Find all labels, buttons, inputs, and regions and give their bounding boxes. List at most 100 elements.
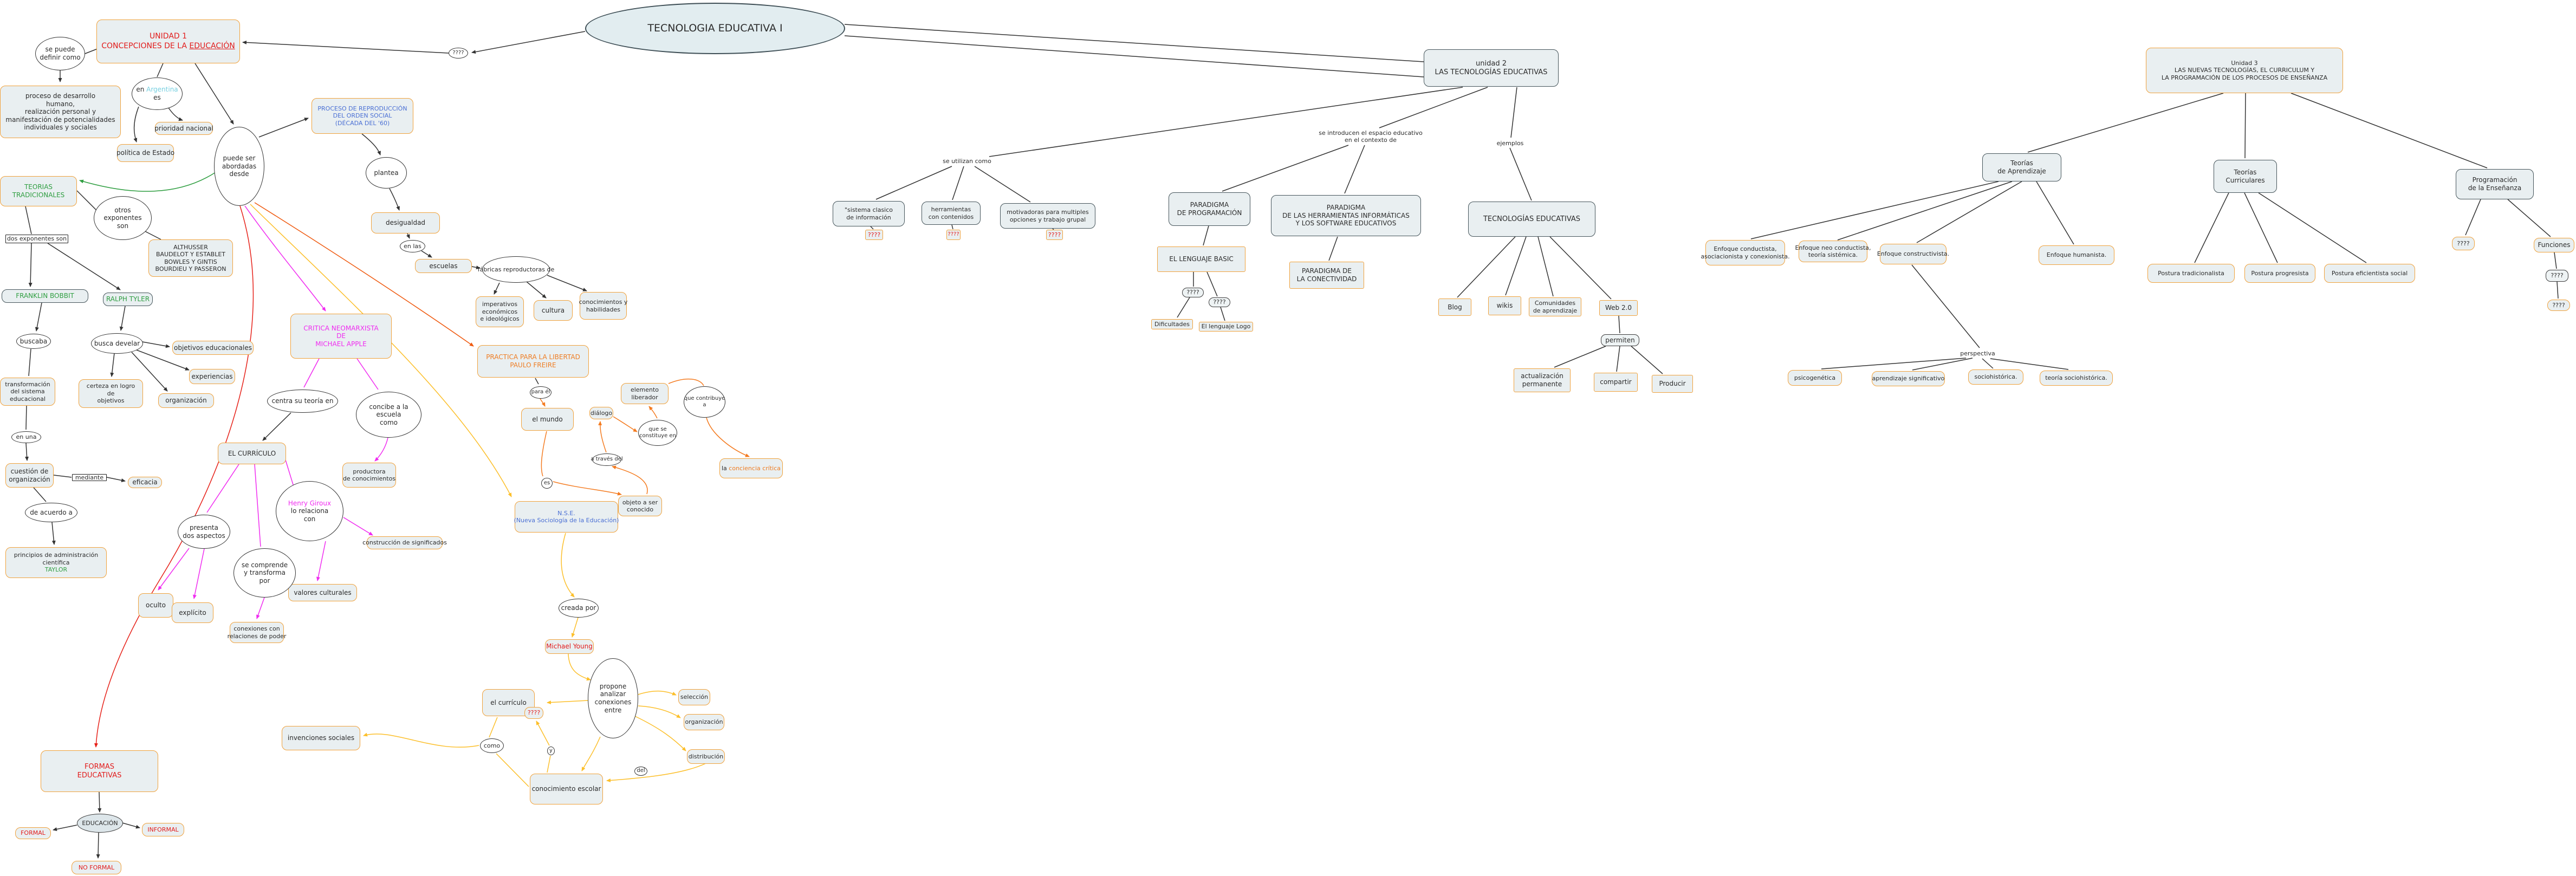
node-node-6[interactable]: ???? <box>1182 288 1204 297</box>
node-organizacion-2[interactable]: organización <box>684 714 724 730</box>
node-sociohistorica[interactable]: sociohistórica. <box>1968 369 2023 385</box>
node-compartir[interactable]: compartir <box>1594 373 1638 392</box>
node-se-utilizan-como[interactable]: se utilizan como <box>943 157 991 165</box>
node-michael-young[interactable]: Michael Young <box>545 639 594 654</box>
node-creada-por[interactable]: creada por <box>559 599 599 618</box>
node-node-4[interactable]: ???? <box>946 230 961 240</box>
node-funciones[interactable]: Funciones <box>2534 238 2574 252</box>
node-de-acuerdo-a[interactable]: de acuerdo a <box>25 503 77 522</box>
node-experiencias[interactable]: experiencias <box>189 369 235 384</box>
node-wikis[interactable]: wikis <box>1488 296 1521 315</box>
node-como[interactable]: como <box>480 738 504 753</box>
node-node-3[interactable]: ???? <box>865 230 883 240</box>
node-psicogenetica[interactable]: psicogenética <box>1788 370 1842 386</box>
node-ejemplos[interactable]: ejemplos <box>1495 140 1525 147</box>
node-el-mundo[interactable]: el mundo <box>521 408 574 431</box>
node-blog[interactable]: Blog <box>1438 299 1471 316</box>
node-valores-culturales[interactable]: valores culturales <box>288 584 357 601</box>
node-invenciones-sociales[interactable]: invenciones sociales <box>282 726 360 750</box>
node-enfoque-humanista[interactable]: Enfoque humanista. <box>2039 245 2114 265</box>
node-distribucion[interactable]: distribución <box>687 749 725 764</box>
node-node-8[interactable]: ???? <box>2452 237 2475 250</box>
node-franklin-bobbit[interactable]: FRANKLIN BOBBIT <box>2 289 88 303</box>
node-ralph-tyler[interactable]: RALPH TYLER <box>103 293 153 306</box>
node-eficacia[interactable]: eficacia <box>128 477 162 488</box>
node-en-una[interactable]: en una <box>11 431 41 443</box>
node-node-5[interactable]: ???? <box>1046 230 1063 240</box>
node-prioridad-nacional[interactable]: prioridad nacional <box>154 122 213 135</box>
node-objetivos-educacionales[interactable]: objetivos educacionales <box>172 341 254 355</box>
node-escuelas[interactable]: escuelas <box>415 259 472 273</box>
node-construccion-de-significados[interactable]: construcción de significados <box>362 536 447 549</box>
node-del[interactable]: del <box>634 767 647 776</box>
node-organizacion[interactable]: organización <box>158 393 214 408</box>
node-buscaba[interactable]: buscaba <box>16 334 51 349</box>
node-plantea[interactable]: plantea <box>366 157 407 189</box>
node-node-2[interactable]: ???? <box>449 48 468 59</box>
node-el-lenguaje-logo[interactable]: El lenguaje Logo <box>1199 322 1253 332</box>
node-no-formal[interactable]: NO FORMAL <box>72 861 121 874</box>
node-el-lenguaje-basic[interactable]: EL LENGUAJE BASIC <box>1157 246 1245 272</box>
node-tecnologia-educativa-i[interactable]: TECNOLOGIA EDUCATIVA I <box>585 3 845 54</box>
node-dialogo[interactable]: diálogo <box>589 407 613 419</box>
node-politica-de-estado[interactable]: política de Estado <box>116 144 174 162</box>
node-la-conciencia-critica[interactable]: la conciencia crítica <box>719 458 783 478</box>
node-cultura[interactable]: cultura <box>534 300 573 321</box>
node-enfoque-neo-conductista[interactable]: Enfoque neo conductista,teoría sistémica… <box>1795 241 1871 262</box>
node-postura-progresista[interactable]: Postura progresista <box>2244 264 2315 283</box>
node-conocimiento-escolar[interactable]: conocimiento escolar <box>530 774 603 804</box>
node-tecnologias-educativas[interactable]: TECNOLOGÍAS EDUCATIVAS <box>1468 202 1595 237</box>
node-y[interactable]: y <box>547 747 555 755</box>
node-educacion[interactable]: EDUCACIÓN <box>77 814 123 833</box>
node-oculto[interactable]: oculto <box>138 593 173 618</box>
node-seleccion[interactable]: selección <box>678 689 710 705</box>
node-node-10[interactable]: ???? <box>2547 300 2570 311</box>
node-n-s-e[interactable]: N.S.E.(Nueva Sociología de la Educación) <box>514 501 619 533</box>
node-es[interactable]: es <box>541 478 553 489</box>
node-perspectiva[interactable]: perspectiva <box>1957 349 1998 358</box>
node-permiten[interactable]: permiten <box>1601 334 1639 346</box>
node-dos-exponentes-son[interactable]: dos exponentes son <box>5 235 68 243</box>
node-enfoque-conductista[interactable]: Enfoque conductista,asociacionista y con… <box>1701 240 1790 265</box>
node-node[interactable]: ???? <box>524 707 543 719</box>
node-a-traves-del[interactable]: a través del <box>591 453 623 466</box>
node-busca-develar[interactable]: busca develar <box>91 333 143 354</box>
node-para-el[interactable]: para él <box>530 386 551 399</box>
node-informal[interactable]: INFORMAL <box>142 823 184 836</box>
node-postura-tradicionalista[interactable]: Postura tradicionalista <box>2147 264 2235 283</box>
node-web-2-0[interactable]: Web 2.0 <box>1599 300 1638 316</box>
